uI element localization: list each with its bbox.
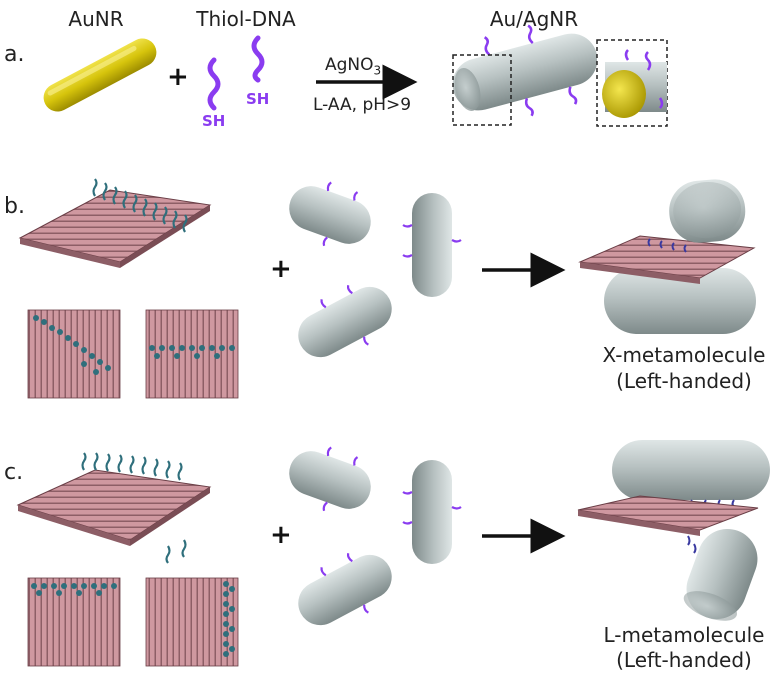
origami-topview-diagonal-b <box>27 309 121 399</box>
reagent-agno3: AgNO3 <box>325 54 381 81</box>
plus-sign-a: + <box>167 62 189 92</box>
nanorod-b-1 <box>289 181 371 247</box>
thiol-dna-strand-2 <box>251 35 265 83</box>
plus-sign-b: + <box>270 254 292 284</box>
origami-topview-row-c <box>27 577 121 667</box>
x-metamolecule-label: X-metamolecule <box>602 343 766 367</box>
zoom-box-small <box>452 54 512 126</box>
nanorod-c-1 <box>289 446 371 512</box>
l-metamolecule-handedness: (Left-handed) <box>616 648 752 672</box>
dna-origami-sheet-c <box>16 452 212 564</box>
nanorod-c-3 <box>298 553 392 626</box>
origami-topview-row-b <box>145 309 239 399</box>
product-title: Au/AgNR <box>489 7 579 31</box>
panel-a-label: a. <box>4 42 25 67</box>
reagent-subscript: 3 <box>373 63 382 78</box>
nanorod-b-3 <box>298 285 392 358</box>
thiol-dna-strand-1 <box>207 57 221 111</box>
dna-origami-sheet-b <box>18 178 212 268</box>
nanorod-c-2 <box>402 460 462 564</box>
sh-label-1: SH <box>202 112 225 130</box>
nanorod-b-2 <box>402 193 462 297</box>
zoom-inset <box>596 39 668 127</box>
x-metamolecule-handedness: (Left-handed) <box>616 369 752 393</box>
aunr-title: AuNR <box>68 7 124 31</box>
plus-sign-c: + <box>270 520 292 550</box>
origami-topview-column-c <box>145 577 239 667</box>
l-metamolecule-assembly <box>577 440 770 621</box>
panel-c-label: c. <box>4 460 24 485</box>
thiol-dna-title: Thiol-DNA <box>196 7 296 31</box>
reagent-main: AgNO <box>325 55 374 75</box>
x-metamolecule-assembly <box>578 179 756 334</box>
reaction-conditions: L-AA, pH>9 <box>313 95 412 115</box>
gold-nanorod <box>43 38 157 112</box>
silver-coated-nanorod <box>452 24 598 117</box>
panel-b-label: b. <box>4 194 25 219</box>
sh-label-2: SH <box>246 90 269 108</box>
l-metamolecule-label: L-metamolecule <box>603 623 765 647</box>
